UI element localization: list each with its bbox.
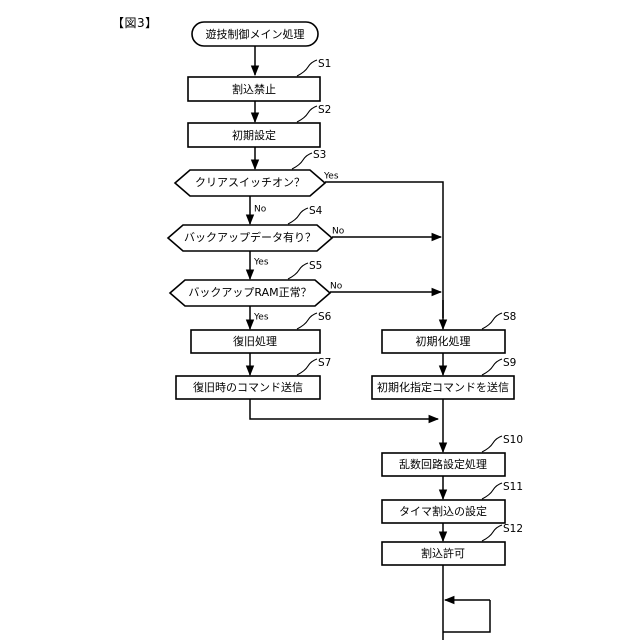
leader-s6 xyxy=(296,312,318,330)
step-label-s10: S10 xyxy=(503,434,523,446)
node-s4[interactable]: バックアップデータ有り？ xyxy=(166,224,334,252)
connector-loop-back xyxy=(443,600,491,633)
s11-label: タイマ割込の設定 xyxy=(399,504,487,518)
branch-label-s3-no: No xyxy=(254,205,267,215)
node-s8[interactable]: 初期化処理 xyxy=(381,329,506,354)
s9-label: 初期化指定コマンドを送信 xyxy=(377,380,509,394)
leader-s12 xyxy=(481,524,503,542)
s7-process-shape xyxy=(175,375,321,400)
step-label-s7: S7 xyxy=(318,357,331,369)
s7-label: 復旧時のコマンド送信 xyxy=(193,380,303,394)
start-terminator-shape xyxy=(191,21,319,47)
branch-label-s4-no: No xyxy=(332,227,345,237)
s2-process-shape xyxy=(187,122,321,148)
node-s7[interactable]: 復旧時のコマンド送信 xyxy=(175,375,321,400)
leader-s11 xyxy=(481,482,503,500)
leader-s10 xyxy=(481,435,503,453)
step-label-s9: S9 xyxy=(503,357,516,369)
s10-process-shape xyxy=(381,452,506,477)
leader-s8 xyxy=(481,312,503,330)
step-label-s11: S11 xyxy=(503,481,523,493)
s1-process-shape xyxy=(187,76,321,102)
s4-label: バックアップデータ有り？ xyxy=(184,230,316,244)
leader-s5 xyxy=(287,262,309,280)
leader-s4 xyxy=(287,207,309,225)
step-label-s5: S5 xyxy=(309,260,322,272)
leader-s3 xyxy=(291,152,313,170)
s5-decision-shape xyxy=(168,279,332,307)
node-s6[interactable]: 復旧処理 xyxy=(190,329,321,354)
node-s9[interactable]: 初期化指定コマンドを送信 xyxy=(371,375,515,400)
step-label-s4: S4 xyxy=(309,205,323,217)
s5-label: バックアップRAM正常？ xyxy=(188,286,311,299)
step-label-s1: S1 xyxy=(318,58,331,70)
connector-s3-yes-to-rail xyxy=(325,181,444,318)
s12-label: 割込許可 xyxy=(421,546,465,560)
node-start[interactable]: 遊技制御メイン処理 xyxy=(191,21,319,47)
leader-s9 xyxy=(481,358,503,376)
s3-decision-shape xyxy=(173,169,327,197)
node-s11[interactable]: タイマ割込の設定 xyxy=(381,499,506,524)
node-s12[interactable]: 割込許可 xyxy=(381,541,506,566)
s8-process-shape xyxy=(381,329,506,354)
connector-layer xyxy=(245,46,491,640)
branch-label-s4-yes: Yes xyxy=(253,258,269,268)
branch-label-s3-yes: Yes xyxy=(323,172,339,182)
s6-process-shape xyxy=(190,329,321,354)
step-label-s2: S2 xyxy=(318,104,331,116)
step-label-s6: S6 xyxy=(318,311,332,323)
s4-decision-shape xyxy=(166,224,334,252)
s11-process-shape xyxy=(381,499,506,524)
step-label-s3: S3 xyxy=(313,149,326,161)
connector-s7-to-rail xyxy=(249,399,440,424)
s10-label: 乱数回路設定処理 xyxy=(399,457,487,471)
leader-s1 xyxy=(296,59,318,77)
s2-label: 初期設定 xyxy=(232,128,276,142)
branch-label-s5-no: No xyxy=(330,282,343,292)
leader-s2 xyxy=(296,105,318,123)
s8-label: 初期化処理 xyxy=(416,334,471,348)
node-s3[interactable]: クリアスイッチオン？ xyxy=(173,169,327,197)
step-label-s8: S8 xyxy=(503,311,516,323)
step-leader-layer xyxy=(287,59,503,542)
s1-label: 割込禁止 xyxy=(232,82,276,96)
step-label-s12: S12 xyxy=(503,523,523,535)
node-s10[interactable]: 乱数回路設定処理 xyxy=(381,452,506,477)
s3-label: クリアスイッチオン？ xyxy=(195,176,305,189)
start-terminator-label: 遊技制御メイン処理 xyxy=(206,27,305,41)
figure-label: 【図3】 xyxy=(112,16,158,30)
node-s2[interactable]: 初期設定 xyxy=(187,122,321,148)
s9-process-shape xyxy=(371,375,515,400)
leader-s7 xyxy=(296,358,318,376)
s12-process-shape xyxy=(381,541,506,566)
node-s1[interactable]: 割込禁止 xyxy=(187,76,321,102)
s6-label: 復旧処理 xyxy=(233,335,277,348)
node-s5[interactable]: バックアップRAM正常？ xyxy=(168,279,332,307)
branch-label-s5-yes: Yes xyxy=(253,313,269,323)
